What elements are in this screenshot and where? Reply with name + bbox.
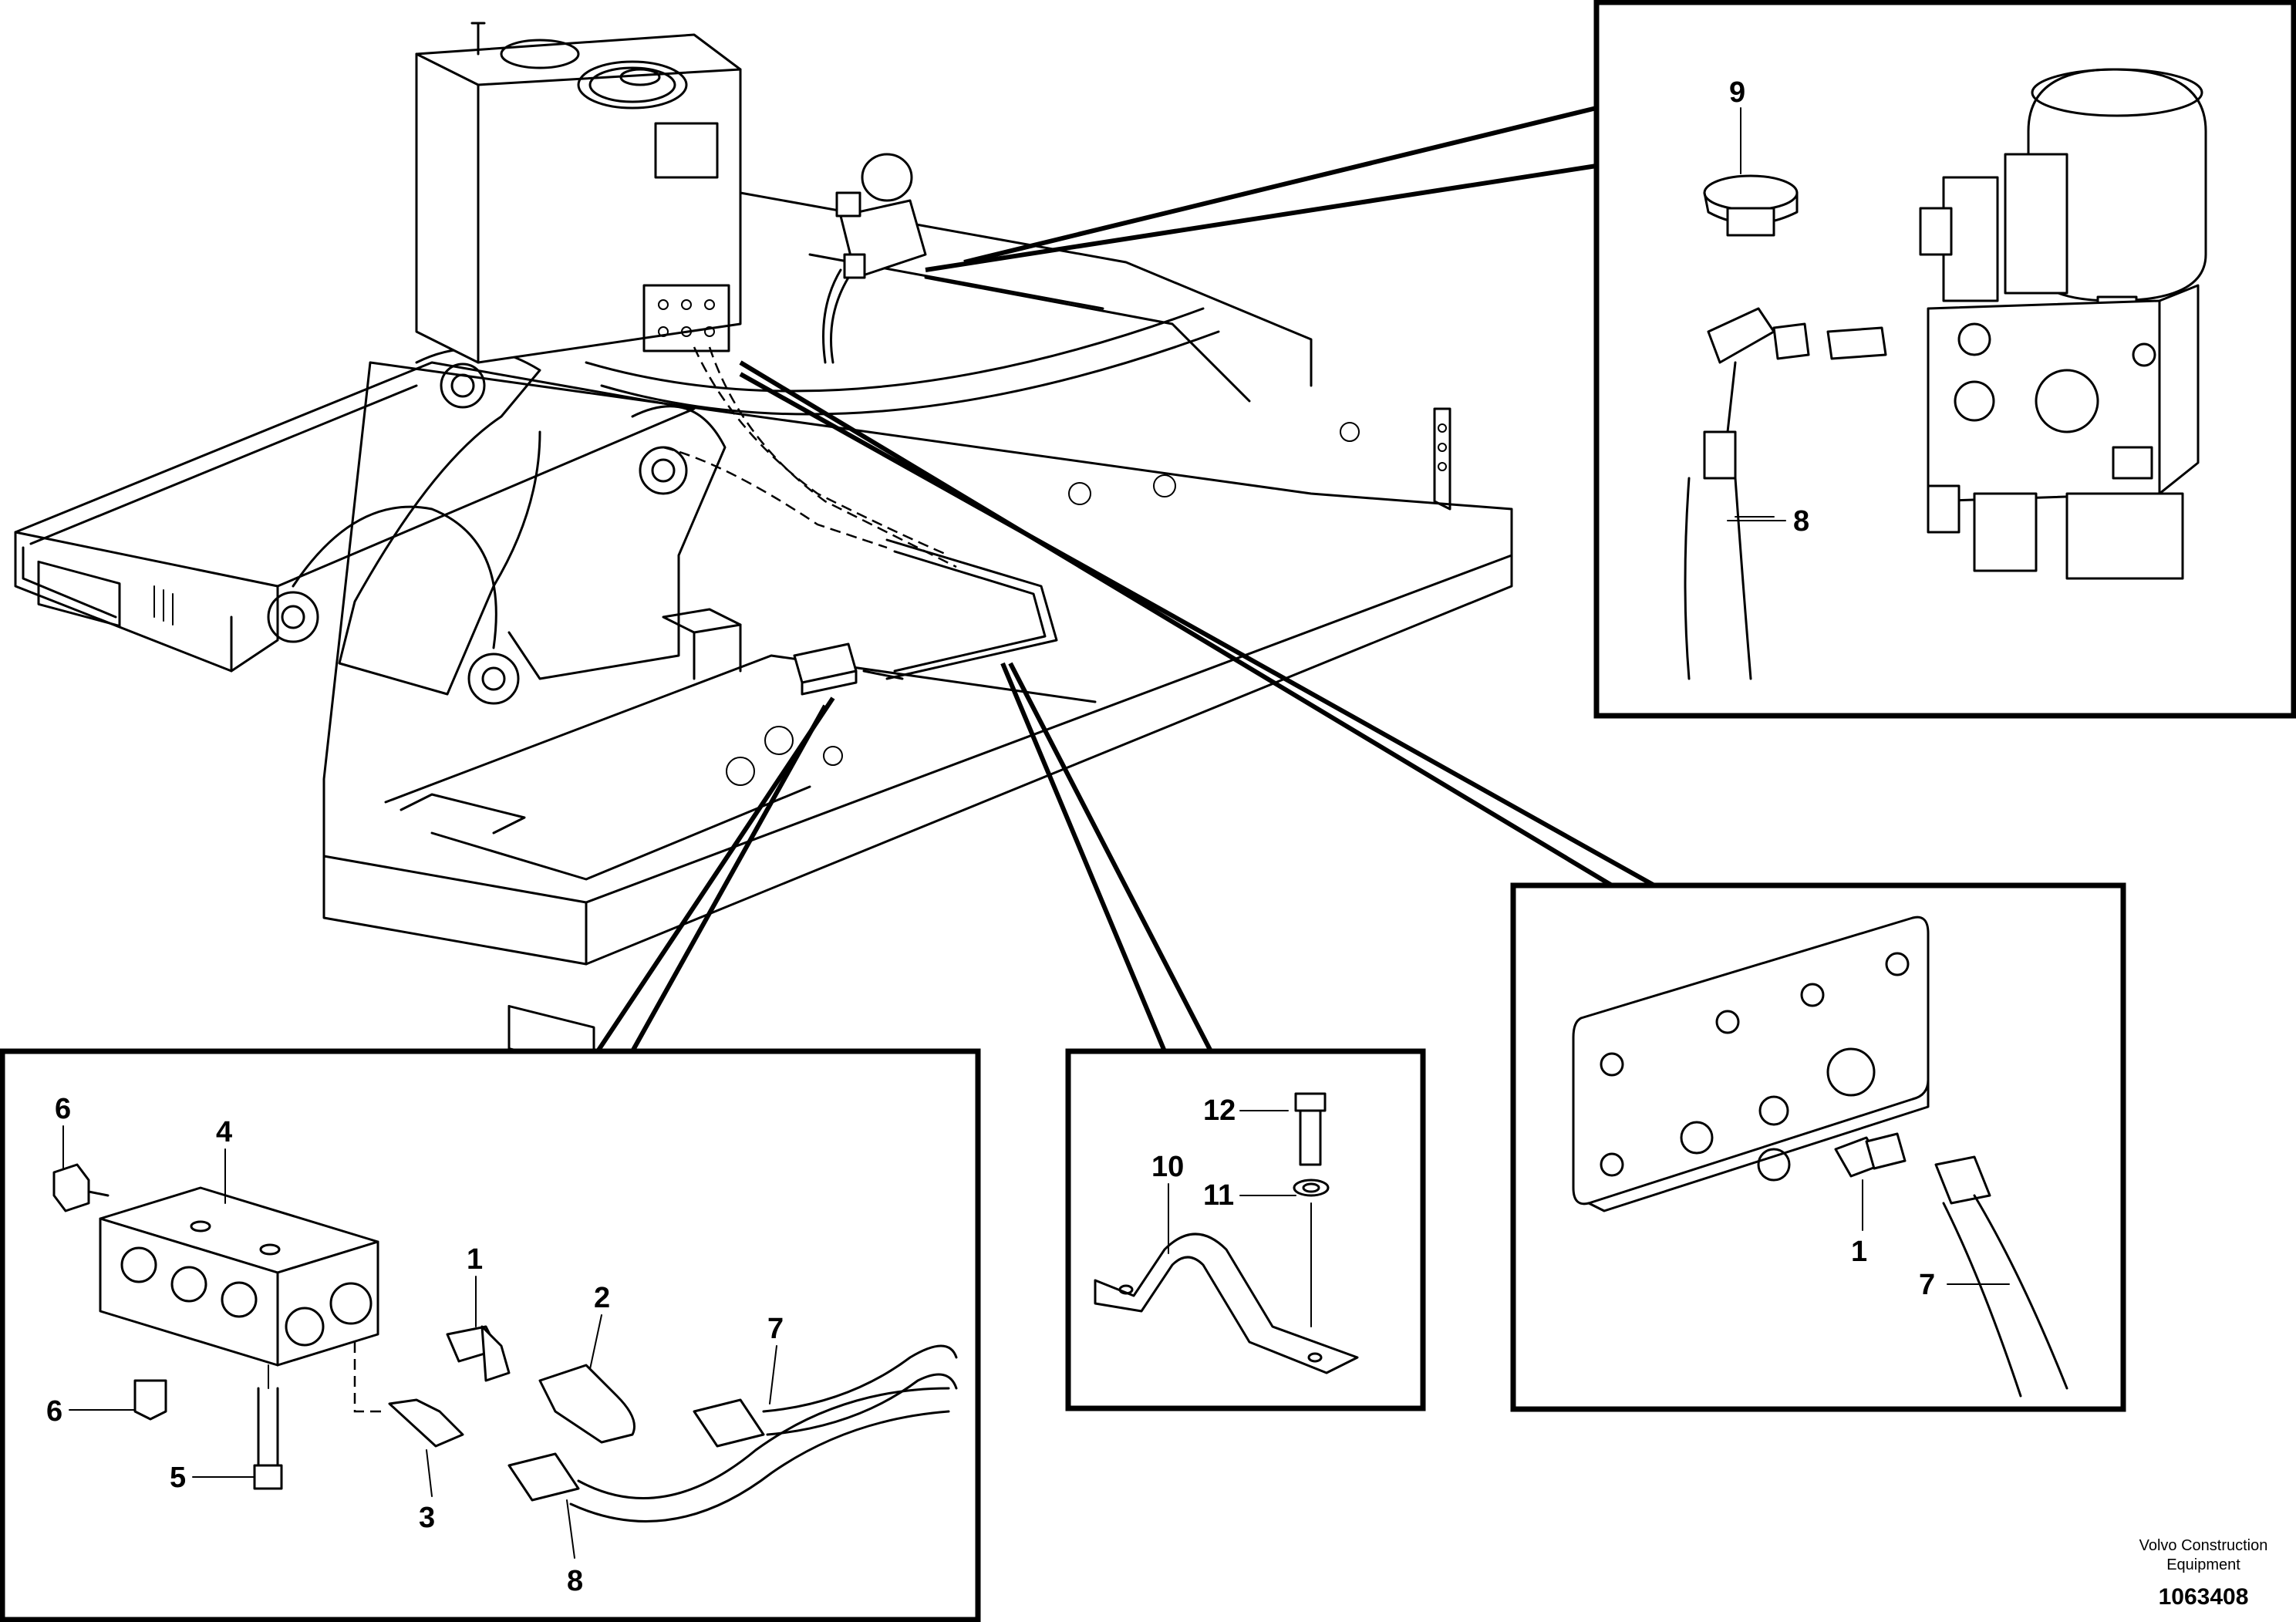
hose-7-icon xyxy=(693,1344,958,1448)
valve-block-icon xyxy=(1919,153,2200,580)
callout-labels: 9 8 1 7 12 11 10 6 4 6 5 1 2 3 7 8 xyxy=(46,76,2010,1597)
plug-bottom-icon xyxy=(133,1379,167,1421)
detail-box-bracket xyxy=(1065,1048,1426,1411)
callout-10: 10 xyxy=(1151,1151,1184,1183)
hose-routing xyxy=(663,268,1058,680)
hose-8-icon xyxy=(507,1387,950,1523)
callout-1-right: 1 xyxy=(1851,1236,1867,1268)
callout-2: 2 xyxy=(594,1282,610,1314)
pipe-bracket-icon xyxy=(1094,1233,1359,1374)
hose-clamp-icon xyxy=(1703,174,1799,237)
adapter-1-icon xyxy=(446,1325,511,1382)
footer: Volvo Construction Equipment 1063408 xyxy=(2139,1537,2268,1610)
callout-12: 12 xyxy=(1203,1094,1236,1127)
callout-11: 11 xyxy=(1203,1179,1234,1212)
callout-4: 4 xyxy=(216,1116,232,1148)
plug-icon xyxy=(52,1163,110,1212)
detail-box-tank-plate xyxy=(1510,882,2126,1412)
callout-1-left: 1 xyxy=(467,1243,483,1276)
callout-3: 3 xyxy=(419,1502,435,1534)
drawing-number: 1063408 xyxy=(2159,1584,2249,1610)
detail-box-valve xyxy=(1593,0,2296,719)
tank-port-plate-icon xyxy=(1572,916,1930,1212)
callout-6-bottom: 6 xyxy=(46,1395,62,1428)
callout-8-left: 8 xyxy=(567,1565,583,1597)
distribution-block-small xyxy=(793,642,904,696)
bolt-icon xyxy=(253,1387,283,1490)
callout-8-top: 8 xyxy=(1793,505,1809,538)
callout-7-right: 7 xyxy=(1919,1269,1935,1301)
distribution-block-icon xyxy=(99,1186,379,1367)
callout-7-left: 7 xyxy=(767,1313,784,1345)
main-frame-assembly xyxy=(14,191,1513,1071)
leader-lines xyxy=(595,106,1656,1053)
screw-icon xyxy=(1294,1092,1327,1166)
company-name-line2: Equipment xyxy=(2166,1556,2240,1573)
elbow-2-icon xyxy=(538,1364,636,1444)
hydraulic-tank xyxy=(415,22,742,364)
callout-5: 5 xyxy=(170,1462,186,1494)
callout-6-top: 6 xyxy=(55,1093,71,1125)
adapter-3-icon xyxy=(388,1398,464,1448)
washer-icon xyxy=(1293,1179,1330,1197)
callout-9: 9 xyxy=(1729,76,1745,109)
company-name-line1: Volvo Construction xyxy=(2139,1537,2268,1554)
accumulator-icon xyxy=(2027,68,2207,322)
main-valve-assembly xyxy=(835,153,927,279)
detail-box-distribution-block xyxy=(0,1048,981,1622)
